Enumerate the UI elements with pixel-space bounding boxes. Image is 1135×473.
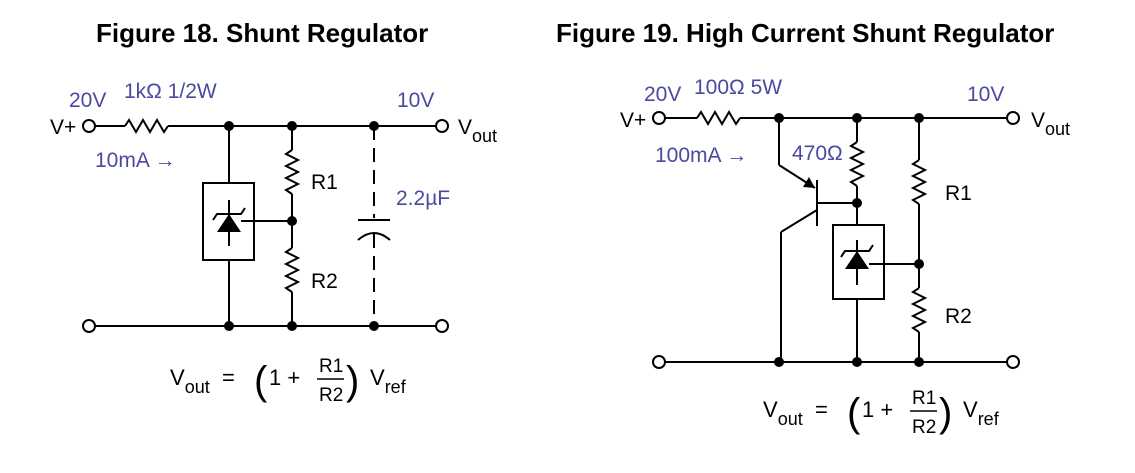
- zener-diode-icon: [845, 251, 869, 269]
- vout-label: Vout: [1031, 109, 1070, 139]
- input-current-label: 100mA →: [655, 144, 747, 167]
- r2-label: R2: [945, 305, 972, 328]
- vout-terminal: [1006, 111, 1020, 125]
- zener-diode-icon: [217, 214, 241, 232]
- r1-resistor: [910, 159, 928, 205]
- svg-text:R2: R2: [912, 417, 936, 438]
- input-resistor: [696, 110, 741, 126]
- pass-transistor: [778, 118, 857, 362]
- r1-label: R1: [311, 171, 338, 194]
- figure-19-equation: Vout = ( 1 + R1 R2 ) Vref: [763, 388, 1000, 438]
- svg-text:1 +: 1 +: [862, 397, 893, 422]
- ground-terminal-left: [82, 319, 96, 333]
- vin-terminal: [652, 111, 666, 125]
- input-current-label: 10mA →: [95, 149, 176, 172]
- vout-value: 10V: [397, 89, 434, 112]
- input-resistor-label: 1kΩ 1/2W: [124, 80, 217, 103]
- r1-label: R1: [945, 182, 972, 205]
- svg-text:Vref: Vref: [963, 397, 1000, 429]
- svg-text:Vref: Vref: [370, 365, 407, 397]
- r1-resistor: [283, 149, 301, 195]
- svg-text:R1: R1: [319, 356, 343, 377]
- vin-label: V+: [50, 116, 76, 139]
- svg-text:R1: R1: [912, 388, 936, 409]
- svg-text:R2: R2: [319, 385, 343, 406]
- svg-text:Vout: Vout: [170, 365, 210, 397]
- vout-value: 10V: [967, 83, 1004, 106]
- figure-19-title: Figure 19. High Current Shunt Regulator: [556, 18, 1055, 48]
- svg-text:Vout: Vout: [763, 397, 803, 429]
- vin-terminal: [82, 119, 96, 133]
- svg-text:=: =: [815, 397, 828, 422]
- svg-text:(: (: [847, 391, 861, 435]
- capacitor-label: 2.2µF: [396, 187, 450, 210]
- figure-18-title: Figure 18. Shunt Regulator: [96, 18, 429, 48]
- figure-18-schematic: 20V V+ 1kΩ 1/2W 10mA → 10V Vout R1 R2 2.…: [50, 80, 497, 406]
- capacitor-plate-bottom: [357, 232, 391, 241]
- r2-label: R2: [311, 270, 338, 293]
- shunt-reference-box: [832, 224, 885, 300]
- figure-19-schematic: 20V V+ 100Ω 5W 100mA → 470Ω 10V Vout R1 …: [620, 76, 1070, 438]
- vin-value: 20V: [69, 89, 106, 112]
- r2-resistor: [283, 247, 301, 293]
- svg-text:): ): [939, 391, 952, 435]
- vin-value: 20V: [644, 83, 681, 106]
- svg-text:1 +: 1 +: [269, 365, 300, 390]
- base-resistor-label: 470Ω: [792, 142, 843, 165]
- r2-resistor: [910, 287, 928, 333]
- input-resistor: [124, 118, 169, 134]
- svg-text:=: =: [222, 365, 235, 390]
- vin-label: V+: [620, 109, 646, 132]
- figure-18-equation: Vout = ( 1 + R1 R2 ) Vref: [170, 356, 407, 406]
- vout-terminal: [435, 119, 449, 133]
- ground-terminal-right: [1006, 355, 1020, 369]
- ground-terminal-right: [435, 319, 449, 333]
- svg-text:): ): [346, 359, 359, 403]
- base-resistor: [848, 141, 866, 187]
- vout-label: Vout: [458, 116, 497, 146]
- input-resistor-label: 100Ω 5W: [694, 76, 782, 99]
- ground-terminal-left: [652, 355, 666, 369]
- svg-text:(: (: [254, 359, 268, 403]
